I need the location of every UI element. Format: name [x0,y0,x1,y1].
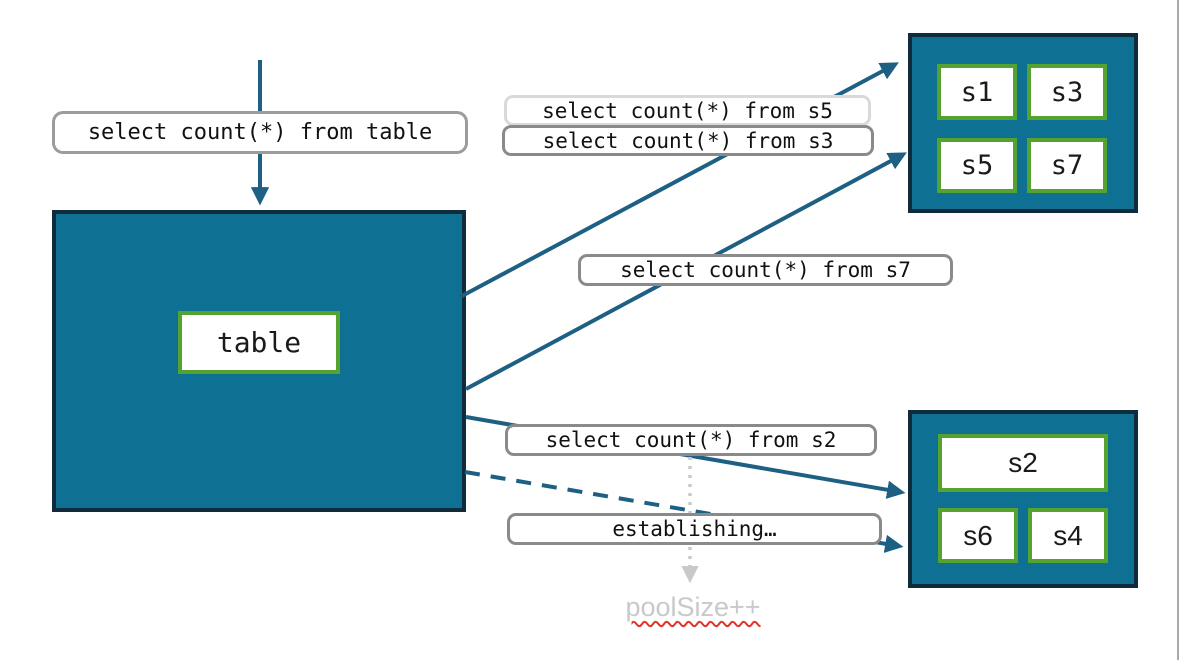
shard-label: s3 [1050,76,1084,108]
query-text: select count(*) from s2 [545,428,837,452]
query-label-s3: select count(*) from s3 [502,125,874,156]
query-text: select count(*) from table [87,120,433,145]
query-label-s2: select count(*) from s2 [505,424,877,456]
table-label: table [216,326,302,359]
poolsize-text: poolSize++ [625,591,761,622]
query-label-s7: select count(*) from s7 [578,254,953,286]
status-label-establishing: establishing… [507,513,882,545]
shard-label: s6 [963,519,993,551]
shard-label: s5 [960,150,994,181]
query-label-s5: select count(*) from s5 [504,95,871,126]
status-text: establishing… [612,517,777,541]
shard-pool-top: s1 s3 s5 s7 [908,33,1138,213]
shard-cell-s7: s7 [1027,138,1107,193]
shard-cell-s4: s4 [1028,508,1108,563]
shard-cell-s5: s5 [937,138,1017,193]
shard-cell-s2: s2 [938,434,1108,492]
query-text: select count(*) from s5 [542,98,833,123]
shard-label: s1 [960,76,994,108]
shard-label: s2 [1008,447,1038,478]
query-text: select count(*) from s7 [620,258,911,282]
slide-edge-line [1177,0,1179,660]
table-node: table [52,210,466,512]
shard-cell-s3: s3 [1027,64,1107,120]
shard-cell-s6: s6 [938,508,1018,563]
table-cell: table [178,311,340,374]
shard-cell-s1: s1 [937,64,1017,120]
shard-pool-bottom: s2 s6 s4 [908,410,1138,588]
shard-label: s4 [1053,519,1083,551]
shard-label: s7 [1050,150,1084,181]
poolsize-annotation: poolSize++ [588,589,798,625]
query-text: select count(*) from s3 [542,128,834,153]
query-label-table: select count(*) from table [52,111,468,154]
